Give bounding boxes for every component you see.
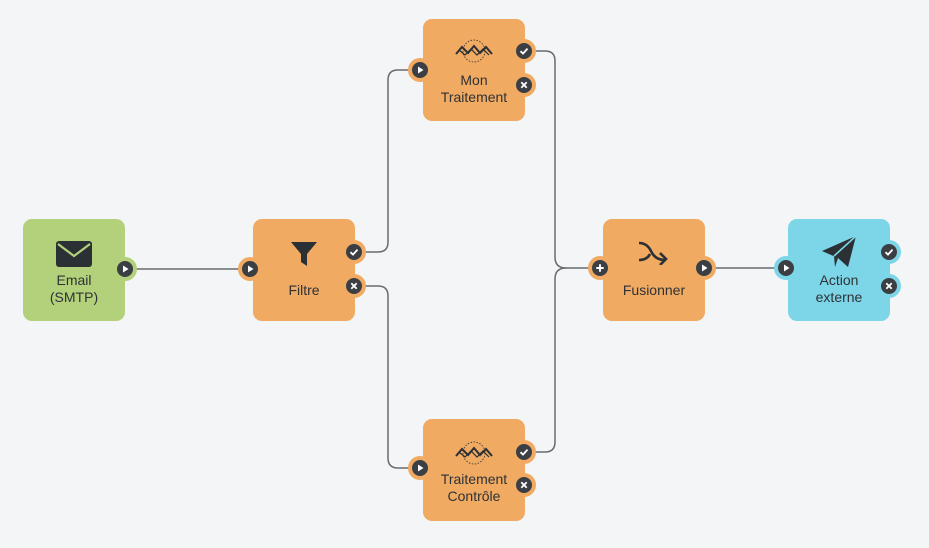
paper-plane-icon	[821, 235, 857, 274]
play-icon	[248, 265, 254, 273]
node-label: Action externe	[815, 272, 863, 305]
input-port[interactable]	[408, 58, 432, 82]
wire-mon-traitement-to-fusionner	[535, 50, 591, 269]
processing-icon	[453, 441, 495, 470]
node-label: Mon Traitement	[440, 72, 508, 105]
check-icon	[519, 47, 529, 55]
wire-filtre-to-traitement-controle	[365, 285, 411, 469]
node-label: Traitement Contrôle	[440, 471, 508, 504]
play-icon	[418, 464, 424, 472]
play-icon	[418, 66, 424, 74]
success-port[interactable]	[512, 39, 536, 63]
play-icon	[702, 264, 708, 272]
check-icon	[349, 248, 359, 256]
input-port[interactable]	[774, 256, 798, 280]
node-fusionner[interactable]: Fusionner	[588, 219, 716, 321]
input-port[interactable]	[238, 257, 262, 281]
node-traitement-controle[interactable]: Traitement Contrôle	[408, 419, 536, 521]
plus-icon	[596, 264, 604, 272]
node-action-externe[interactable]: Action externe	[774, 219, 901, 321]
cross-icon	[885, 282, 893, 290]
node-email-smtp[interactable]: Email (SMTP)	[23, 219, 137, 321]
cross-icon	[520, 81, 528, 89]
output-port[interactable]	[113, 257, 137, 281]
success-port[interactable]	[342, 240, 366, 264]
envelope-icon	[56, 241, 92, 272]
node-mon-traitement[interactable]: Mon Traitement	[408, 19, 536, 121]
merge-input-port[interactable]	[588, 256, 612, 280]
output-port[interactable]	[692, 256, 716, 280]
failure-port[interactable]	[512, 73, 536, 97]
failure-port[interactable]	[877, 274, 901, 298]
wire-filtre-to-mon-traitement	[365, 69, 411, 253]
processing-icon	[453, 39, 495, 68]
failure-port[interactable]	[512, 473, 536, 497]
merge-arrow-icon	[637, 239, 671, 270]
cross-icon	[520, 481, 528, 489]
play-icon	[784, 264, 790, 272]
success-port[interactable]	[877, 240, 901, 264]
check-icon	[519, 448, 529, 456]
node-label: Fusionner	[622, 282, 686, 298]
failure-port[interactable]	[342, 274, 366, 298]
funnel-icon	[290, 240, 318, 273]
success-port[interactable]	[512, 440, 536, 464]
play-icon	[123, 265, 129, 273]
node-filtre[interactable]: Filtre	[238, 219, 366, 321]
wire-traitement-controle-to-fusionner	[535, 267, 567, 453]
node-label: Email (SMTP)	[49, 272, 99, 305]
check-icon	[884, 248, 894, 256]
cross-icon	[350, 282, 358, 290]
input-port[interactable]	[408, 456, 432, 480]
node-label: Filtre	[288, 282, 320, 298]
